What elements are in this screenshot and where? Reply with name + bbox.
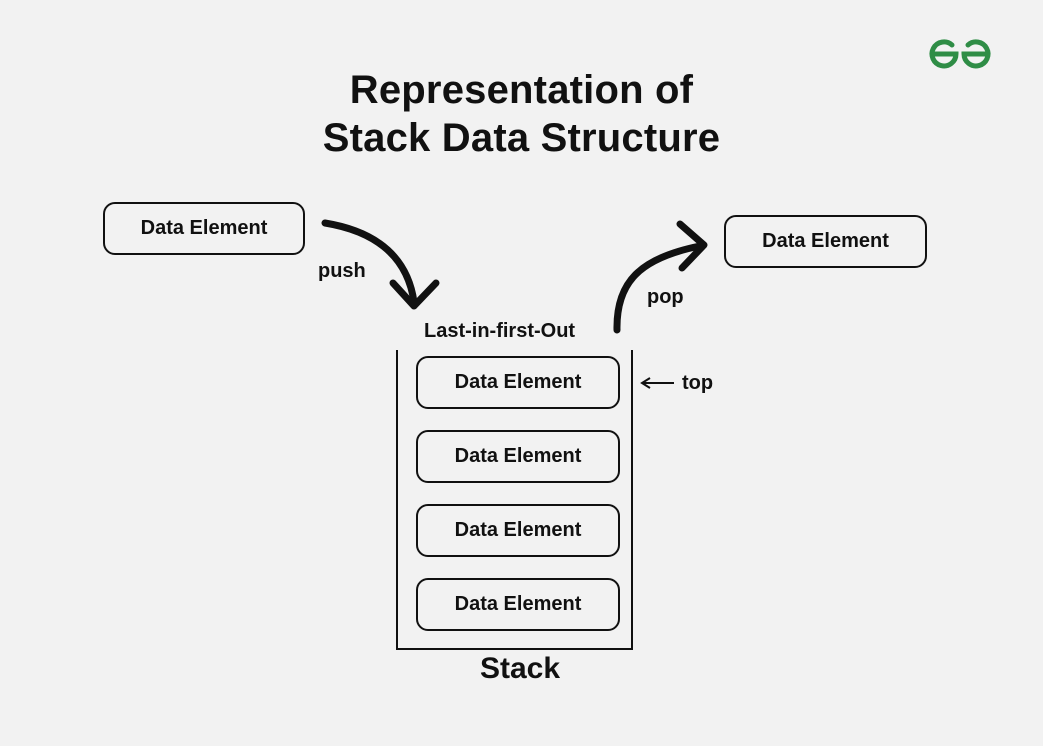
pop-arrow: [613, 242, 704, 334]
diagram-title-line-1: Representation of: [349, 68, 694, 112]
popped-data-element-label: Data Element: [762, 230, 889, 252]
diagram-title-line-2: Stack Data Structure: [322, 116, 721, 160]
stack-element: Data Element: [416, 430, 620, 483]
incoming-data-element: Data Element: [103, 202, 305, 255]
incoming-data-element-label: Data Element: [140, 217, 268, 239]
gfg-logo-icon: [929, 39, 991, 69]
stack-element-label: Data Element: [454, 519, 582, 541]
push-label: push: [318, 260, 366, 282]
stack-caption: Stack: [480, 652, 561, 685]
pop-label: pop: [647, 286, 684, 308]
top-pointer-arrowhead: [640, 377, 651, 389]
push-arrow: [321, 219, 418, 306]
stack-element-label: Data Element: [454, 445, 582, 467]
top-label: top: [682, 372, 714, 394]
stack-element: Data Element: [416, 356, 620, 409]
push-arrowhead: [389, 279, 440, 310]
stack-element: Data Element: [416, 578, 620, 631]
popped-data-element: Data Element: [724, 215, 927, 268]
stack-container: [396, 350, 633, 650]
stack-element-label: Data Element: [454, 371, 582, 393]
lifo-label: Last-in-first-Out: [424, 320, 576, 342]
stack-element: Data Element: [416, 504, 620, 557]
stack-element-label: Data Element: [454, 593, 582, 615]
pop-arrowhead: [676, 220, 708, 272]
